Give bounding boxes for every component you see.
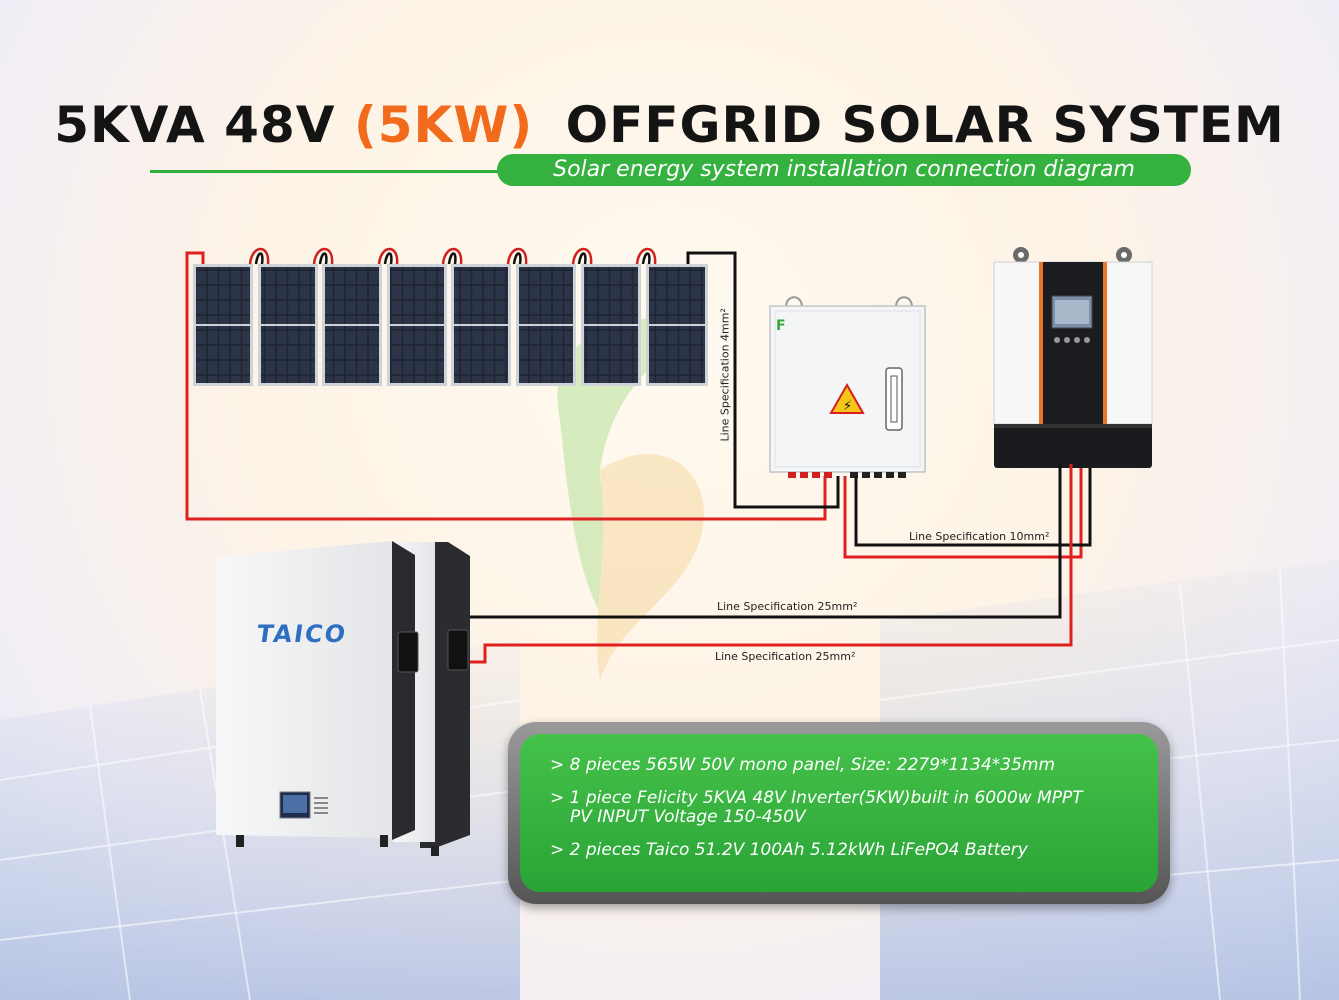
system-spec-box: > 8 pieces 565W 50V mono panel, Size: 22… <box>508 722 1170 904</box>
solar-panel <box>258 264 318 386</box>
solar-panel <box>581 264 641 386</box>
title-main: 5KVA 48V <box>54 96 336 154</box>
battery-wires <box>460 464 1073 664</box>
solar-panel <box>516 264 576 386</box>
label-panel-to-combiner: Line Specification 4mm² <box>718 308 732 442</box>
combiner-terminals <box>788 472 906 478</box>
spec-inverter-line2: PV INPUT Voltage 150-450V <box>570 807 806 827</box>
taico-battery-front <box>216 541 419 847</box>
felicity-logo-icon: F <box>776 318 786 334</box>
spec-inverter: > 1 piece Felicity 5KVA 48V Inverter(5KW… <box>550 789 1138 827</box>
pv-wires <box>185 251 840 521</box>
solar-panel <box>322 264 382 386</box>
solar-panel <box>387 264 447 386</box>
solar-panel <box>193 264 253 386</box>
title-system: OFFGRID SOLAR SYSTEM <box>565 96 1285 154</box>
label-combiner-to-inverter: Line Specification 10mm² <box>909 530 1050 543</box>
solar-panel-array <box>193 264 708 386</box>
system-spec-list: > 8 pieces 565W 50V mono panel, Size: 22… <box>520 734 1158 892</box>
pv-combiner-box: F ⚡ <box>769 296 926 478</box>
battery-brand-logo: TAICO <box>255 620 349 648</box>
label-battery-negative: Line Specification 25mm² <box>717 600 858 613</box>
panel-series-jumpers <box>248 247 657 265</box>
page-title: 5KVA 48V (5KW) OFFGRID SOLAR SYSTEM <box>0 96 1339 154</box>
solar-panel <box>451 264 511 386</box>
warning-icon <box>829 382 865 414</box>
spec-panels: > 8 pieces 565W 50V mono panel, Size: 22… <box>550 755 1056 775</box>
title-accent: (5KW) <box>353 96 534 154</box>
felicity-inverter <box>993 247 1153 468</box>
label-battery-positive: Line Specification 25mm² <box>715 650 856 663</box>
subtitle-badge: Solar energy system installation connect… <box>497 154 1191 186</box>
spec-inverter-line1: > 1 piece Felicity 5KVA 48V Inverter(5KW… <box>550 788 1083 808</box>
spec-battery: > 2 pieces Taico 51.2V 100Ah 5.12kWh LiF… <box>550 840 1028 860</box>
combiner-to-inverter-wires <box>843 464 1092 559</box>
subtitle-rule <box>150 170 510 173</box>
svg-text:⚡: ⚡ <box>843 399 852 414</box>
solar-panel <box>646 264 708 386</box>
